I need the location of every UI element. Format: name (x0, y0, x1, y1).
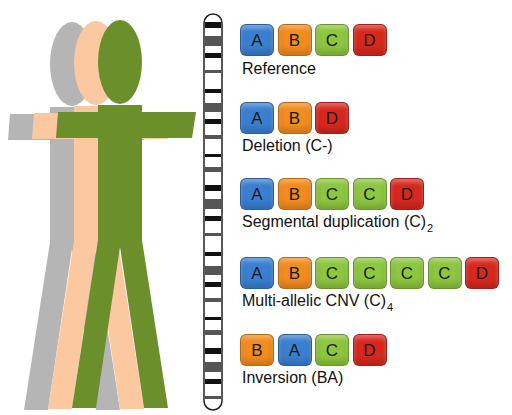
segment-letter: D (363, 32, 375, 49)
gene-segment-box: D (353, 334, 387, 366)
person-silhouette (56, 20, 196, 408)
variant-caption: Multi-allelic CNV (C) (242, 292, 386, 310)
chromosome-band (205, 216, 221, 221)
chromosome-band (205, 70, 221, 73)
segment-letter: A (251, 186, 262, 203)
gene-segment-box: C (390, 257, 424, 289)
segment-letter: B (289, 32, 300, 49)
segment-letter: B (289, 265, 300, 282)
chromosome-band (205, 185, 221, 191)
segment-letter: A (289, 342, 300, 359)
gene-segment-box: B (278, 257, 312, 289)
chromosome-band (205, 154, 221, 157)
segment-letter: C (363, 186, 375, 203)
chromosome-band (205, 396, 221, 399)
chromosome-band (205, 379, 221, 384)
segment-letter: D (401, 186, 413, 203)
segment-letter: B (289, 186, 300, 203)
segment-letter: D (476, 265, 488, 282)
chromosome-band (205, 36, 221, 46)
segment-letter: C (401, 265, 413, 282)
gene-segment-box: C (315, 334, 349, 366)
segment-letter: C (363, 265, 375, 282)
gene-segment-box: B (240, 334, 274, 366)
gene-segment-box: C (353, 257, 387, 289)
segment-letter: A (251, 265, 262, 282)
chromosome-band (205, 330, 221, 335)
chromosome-band (205, 22, 221, 28)
gene-segment-box: B (278, 178, 312, 210)
chromosome-band (205, 298, 221, 302)
segment-letter: A (251, 32, 262, 49)
chromosome-band (205, 135, 221, 139)
gene-segment-box: D (390, 178, 424, 210)
chromosome-band (205, 252, 221, 256)
variant-caption: Segmental duplication (C) (242, 213, 426, 231)
gene-segment-box: A (240, 102, 274, 134)
chromosome-band (205, 233, 221, 236)
gene-segment-box: C (428, 257, 462, 289)
chromosome-band (205, 167, 221, 172)
chromosome (204, 14, 222, 410)
chromosome-bands (205, 22, 221, 399)
gene-segment-box: B (278, 24, 312, 56)
gene-segment-box: C (353, 178, 387, 210)
variant-caption: Reference (242, 60, 316, 78)
chromosome-band (205, 119, 221, 124)
segment-letter: B (289, 110, 300, 127)
chromosome-band (205, 103, 221, 112)
gene-segment-box: A (278, 334, 312, 366)
chromosome-band (205, 282, 221, 287)
chromosome-band (205, 362, 221, 372)
chromosome-band (205, 53, 221, 58)
segment-letter: A (251, 110, 262, 127)
gene-segment-box: A (240, 257, 274, 289)
segment-letter: C (326, 186, 338, 203)
segment-letter: D (326, 110, 338, 127)
gene-segment-box: B (278, 102, 312, 134)
chromosome-band (205, 199, 221, 209)
gene-segment-box: C (315, 24, 349, 56)
gene-segment-box: D (353, 24, 387, 56)
gene-segment-box: C (315, 257, 349, 289)
variant-caption: Deletion (C-) (242, 137, 333, 155)
segment-letter: C (326, 265, 338, 282)
chromosome-band (205, 317, 221, 320)
segment-letter: C (438, 265, 450, 282)
segment-letter: D (363, 342, 375, 359)
variant-caption: Inversion (BA) (242, 369, 343, 387)
subscript-count: 2 (427, 222, 433, 234)
gene-segment-box: D (315, 102, 349, 134)
segment-letter: C (326, 32, 338, 49)
subscript-count: 4 (387, 301, 393, 313)
chromosome-band (205, 348, 221, 354)
chromosome-band (205, 89, 221, 93)
segment-letter: B (251, 342, 262, 359)
gene-segment-box: A (240, 178, 274, 210)
segment-letter: C (326, 342, 338, 359)
chromosome-band (205, 266, 221, 275)
gene-segment-box: D (465, 257, 499, 289)
gene-segment-box: C (315, 178, 349, 210)
gene-segment-box: A (240, 24, 274, 56)
